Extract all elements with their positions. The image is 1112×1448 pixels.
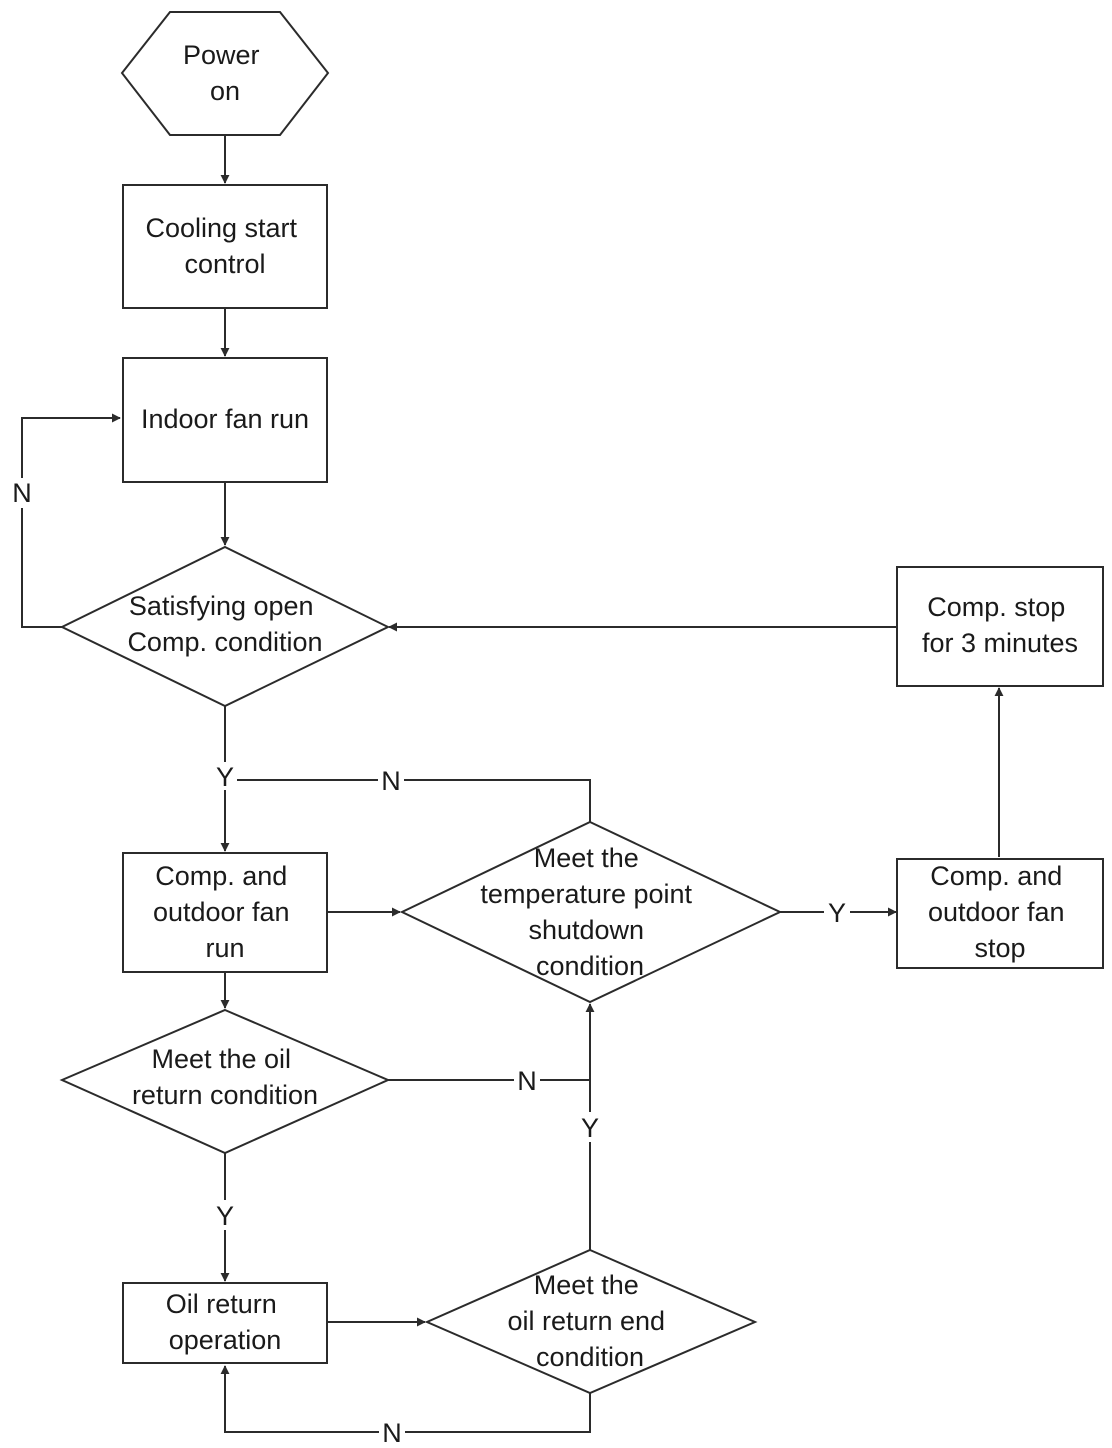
temp-shutdown-diamond xyxy=(399,820,783,1004)
comp-stop-3min-box xyxy=(896,566,1104,687)
oil-return-end-text: Meet the oil return end condition xyxy=(507,1270,672,1372)
node-indoor-fan-run: Indoor fan run xyxy=(122,357,328,483)
label-oil-end-yes: Y xyxy=(581,1113,599,1143)
label-bg-temp-no xyxy=(378,766,404,794)
label-bg-oil-no xyxy=(514,1066,540,1094)
comp-stop-3min-text: Comp. stop for 3 minutes xyxy=(922,592,1078,658)
oil-return-op-text: Oil return operation xyxy=(166,1289,285,1355)
power-on-hexagon xyxy=(120,11,330,136)
node-cooling-start-control: Cooling start control xyxy=(122,184,328,309)
label-open-condition-yes: Y xyxy=(216,762,234,792)
label-open-condition-no: N xyxy=(12,478,32,508)
cooling-start-text: Cooling start control xyxy=(145,213,304,279)
comp-stop-box xyxy=(896,858,1104,969)
label-oil-condition-yes: Y xyxy=(216,1201,234,1231)
temp-shutdown-text: Meet the temperature point shutdown cond… xyxy=(480,843,699,981)
edge-oil-end-no xyxy=(220,1365,591,1433)
label-temp-shutdown-yes: Y xyxy=(828,898,846,928)
indoor-fan-text: Indoor fan run xyxy=(141,404,309,434)
node-power-on: Power on xyxy=(120,11,330,136)
oil-return-condition-text: Meet the oil return condition xyxy=(132,1044,318,1110)
comp-stop-text: Comp. and outdoor fan stop xyxy=(928,861,1072,963)
label-oil-end-no: N xyxy=(382,1418,402,1448)
node-comp-outdoor-fan-run: Comp. and outdoor fan run xyxy=(122,852,328,973)
open-comp-diamond xyxy=(59,545,391,708)
edge-open-condition-no-loop xyxy=(21,413,121,628)
node-comp-stop-3-minutes: Comp. stop for 3 minutes xyxy=(896,566,1104,687)
edge-temp-shutdown-no xyxy=(225,779,591,822)
label-bg-oil-end-no xyxy=(379,1418,405,1446)
node-oil-return-end-condition: Meet the oil return end condition xyxy=(424,1248,758,1395)
label-bg-open-no xyxy=(10,478,34,508)
nodes: Power on Cooling start control Indoor fa… xyxy=(59,11,1104,1395)
node-oil-return-operation: Oil return operation xyxy=(122,1282,328,1364)
comp-run-text: Comp. and outdoor fan run xyxy=(153,861,297,963)
node-oil-return-condition: Meet the oil return condition xyxy=(59,1008,391,1155)
label-bg-temp-yes xyxy=(824,898,850,926)
comp-run-box xyxy=(122,852,328,973)
oil-return-condition-diamond xyxy=(59,1008,391,1155)
power-on-text: Power on xyxy=(183,40,267,106)
oil-return-end-diamond xyxy=(424,1248,758,1395)
label-oil-condition-no: N xyxy=(517,1066,537,1096)
open-comp-text: Satisfying open Comp. condition xyxy=(127,591,322,657)
indoor-fan-box xyxy=(122,357,328,483)
label-bg-oil-end-yes xyxy=(578,1112,602,1142)
node-temperature-shutdown-condition: Meet the temperature point shutdown cond… xyxy=(399,820,783,1004)
oil-return-op-box xyxy=(122,1282,328,1364)
edge-oil-condition-no xyxy=(388,1003,595,1081)
node-open-comp-condition: Satisfying open Comp. condition xyxy=(59,545,391,708)
edge-labels: N Y N Y N Y Y N xyxy=(10,478,850,1448)
label-bg-open-yes xyxy=(213,762,237,790)
label-bg-oil-yes xyxy=(213,1200,237,1230)
connectors xyxy=(21,135,1004,1433)
label-temp-shutdown-no: N xyxy=(381,766,401,796)
cooling-start-box xyxy=(122,184,328,309)
node-comp-outdoor-fan-stop: Comp. and outdoor fan stop xyxy=(896,858,1104,969)
